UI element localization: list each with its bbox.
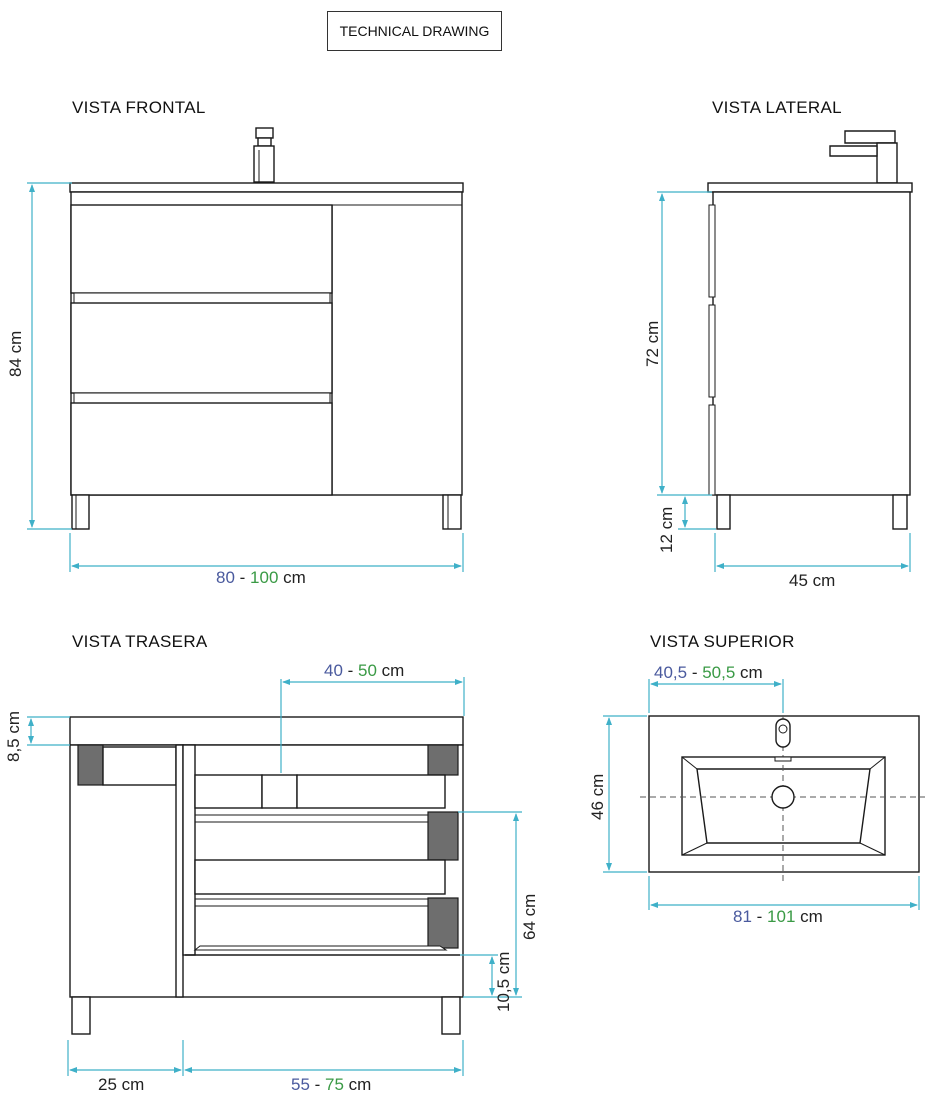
front-leg-right xyxy=(442,494,462,530)
side-height-dimension: 72 cm xyxy=(643,320,662,367)
top-width-max: 101 xyxy=(767,907,796,926)
front-width-sep: - xyxy=(234,568,251,587)
front-view-label: VISTA FRONTAL xyxy=(72,98,206,117)
top-basin-unit: cm xyxy=(735,663,763,682)
top-width-min: 81 xyxy=(733,907,752,926)
front-drawer-2 xyxy=(70,302,333,394)
side-countertop xyxy=(707,182,913,193)
side-leg-back xyxy=(892,494,908,530)
back-right-unit: cm xyxy=(343,1075,372,1094)
back-view xyxy=(27,677,522,1076)
back-opening-unit: cm xyxy=(376,661,405,680)
top-view xyxy=(603,679,925,910)
front-drawer-3 xyxy=(70,402,333,496)
front-width-dimension: 80 - 100 cm xyxy=(216,568,306,588)
top-basin-dimension: 40,5 - 50,5 cm xyxy=(654,663,763,683)
back-leg-right xyxy=(441,996,461,1035)
front-view xyxy=(27,127,464,572)
back-right-max: 75 xyxy=(325,1075,344,1094)
side-leg-front xyxy=(716,494,731,530)
back-countertop xyxy=(69,716,464,746)
top-basin-max: 50,5 xyxy=(702,663,736,682)
top-width-dimension: 81 - 101 cm xyxy=(733,907,823,927)
top-depth-dimension: 46 cm xyxy=(588,773,607,820)
side-legs-dimension: 12 cm xyxy=(657,506,676,553)
top-basin-min: 40,5 xyxy=(654,663,688,682)
side-view-label: VISTA LATERAL xyxy=(712,98,842,117)
drawing-title: TECHNICAL DRAWING xyxy=(327,11,502,51)
side-faucet xyxy=(829,130,898,184)
front-drawer-1 xyxy=(70,204,333,294)
side-view xyxy=(657,130,913,572)
back-right-dimension: 55 - 75 cm xyxy=(291,1075,371,1095)
top-width-sep: - xyxy=(751,907,768,926)
back-opening-sep: - xyxy=(342,661,359,680)
back-left-dimension: 25 cm xyxy=(98,1075,145,1094)
back-opening-dimension: 40 - 50 cm xyxy=(324,661,404,681)
back-right-min: 55 xyxy=(291,1075,310,1094)
front-height-dimension: 84 cm xyxy=(6,330,25,377)
front-width-max: 100 xyxy=(250,568,279,587)
back-opening-min: 40 xyxy=(324,661,343,680)
front-faucet xyxy=(253,127,275,183)
back-height-dimension: 64 cm xyxy=(520,893,539,940)
top-basin-sep: - xyxy=(687,663,703,682)
back-bottom-dimension: 10,5 cm xyxy=(494,951,513,1012)
top-width-unit: cm xyxy=(795,907,823,926)
front-width-unit: cm xyxy=(278,568,306,587)
top-view-label: VISTA SUPERIOR xyxy=(650,632,795,651)
back-top-dimension: 8,5 cm xyxy=(4,710,23,762)
back-view-label: VISTA TRASERA xyxy=(72,632,208,651)
back-opening-max: 50 xyxy=(358,661,377,680)
side-cabinet xyxy=(712,191,911,496)
back-leg-left xyxy=(71,996,91,1035)
front-leg-left xyxy=(71,494,90,530)
front-width-min: 80 xyxy=(216,568,235,587)
front-countertop xyxy=(69,182,464,193)
side-depth-dimension: 45 cm xyxy=(789,571,836,590)
top-drain xyxy=(771,785,795,809)
back-right-sep: - xyxy=(309,1075,326,1094)
